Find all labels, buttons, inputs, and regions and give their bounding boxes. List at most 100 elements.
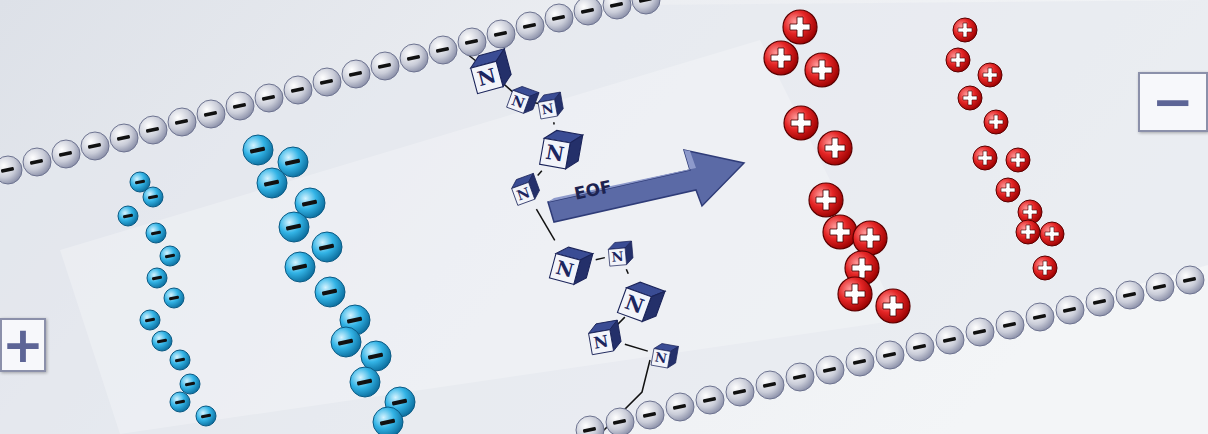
- wall-charge: [606, 408, 634, 434]
- wall-charge: [458, 28, 486, 56]
- molecule-letter: N: [651, 349, 670, 368]
- anion: [312, 232, 342, 262]
- anion: [143, 187, 163, 207]
- cation: [958, 86, 982, 110]
- wall-charge: [429, 36, 457, 64]
- neutral-molecule: N: [648, 340, 680, 372]
- wall-charge: [846, 348, 874, 376]
- chain-link: [625, 344, 648, 351]
- anion: [331, 327, 361, 357]
- anion: [146, 223, 166, 243]
- wall-charge: [603, 0, 631, 19]
- wall-charge: [1056, 296, 1084, 324]
- cube-face: [617, 288, 651, 322]
- cube-face: [651, 349, 670, 368]
- cation: [953, 18, 977, 42]
- wall-charge: [1146, 273, 1174, 301]
- cation: [838, 277, 872, 311]
- anion: [180, 374, 200, 394]
- cation: [818, 131, 852, 165]
- cation: [764, 41, 798, 75]
- wall-charge: [255, 84, 283, 112]
- wall-charge: [545, 4, 573, 32]
- cube-face: [608, 248, 626, 266]
- molecule-letter: N: [589, 330, 614, 355]
- cation: [946, 48, 970, 72]
- electrode-sign: −: [1152, 77, 1194, 127]
- anion: [243, 135, 273, 165]
- anion: [152, 331, 172, 351]
- wall-charge: [696, 386, 724, 414]
- anion: [118, 206, 138, 226]
- anion: [373, 407, 403, 434]
- wall-charge: [996, 311, 1024, 339]
- wall-charge: [876, 341, 904, 369]
- wall-charge: [226, 92, 254, 120]
- cation: [1006, 148, 1030, 172]
- wall-charge: [906, 333, 934, 361]
- anion: [160, 246, 180, 266]
- cube-face: [549, 254, 580, 285]
- wall-charge: [487, 20, 515, 48]
- chain-link: [536, 209, 554, 240]
- chain-link: [553, 122, 555, 124]
- anion: [147, 268, 167, 288]
- cation: [996, 178, 1020, 202]
- neutral-molecule: N: [534, 90, 566, 122]
- anion: [164, 288, 184, 308]
- anion: [315, 277, 345, 307]
- molecule-letter: N: [540, 138, 571, 169]
- wall-charge: [284, 76, 312, 104]
- cube-face: [589, 330, 614, 355]
- wall-charge: [936, 326, 964, 354]
- cube-face: [540, 138, 571, 169]
- wall-charge: [1176, 266, 1204, 294]
- neutral-molecule: N: [535, 125, 586, 176]
- wall-charge: [574, 0, 602, 25]
- chain-link: [538, 171, 542, 176]
- cube-face: [538, 100, 557, 119]
- wall-charge: [666, 393, 694, 421]
- cation: [984, 110, 1008, 134]
- neutral-molecule: N: [506, 171, 544, 209]
- wall-charge: [197, 100, 225, 128]
- wall-charge: [313, 68, 341, 96]
- cation: [783, 10, 817, 44]
- cation: [823, 215, 857, 249]
- wall-charge: [726, 378, 754, 406]
- wall-charge: [516, 12, 544, 40]
- neutral-molecule: N: [503, 81, 541, 119]
- electrode-box: +: [0, 318, 46, 372]
- anion: [279, 212, 309, 242]
- wall-charge: [1086, 288, 1114, 316]
- anion: [170, 392, 190, 412]
- wall-charge: [816, 356, 844, 384]
- wall-charge: [0, 156, 22, 184]
- wall-charge: [636, 401, 664, 429]
- wall-charge: [52, 140, 80, 168]
- electrode-sign: +: [2, 320, 44, 370]
- wall-charge: [371, 52, 399, 80]
- neutral-molecule: N: [583, 317, 625, 359]
- flow-label: EOF: [572, 176, 613, 203]
- wall-charge: [400, 44, 428, 72]
- cation: [784, 106, 818, 140]
- wall-charge: [168, 108, 196, 136]
- cube-face: [512, 182, 535, 205]
- neutral-molecule: N: [544, 240, 595, 291]
- cation: [805, 53, 839, 87]
- neutral-molecule: N: [463, 45, 517, 99]
- cube-face: [507, 90, 530, 113]
- wall-charge: [81, 132, 109, 160]
- molecule-letter: N: [608, 248, 626, 266]
- wall-charge: [1026, 303, 1054, 331]
- neutral-molecule: N: [612, 274, 668, 330]
- anion: [361, 341, 391, 371]
- neutral-molecule: N: [605, 239, 635, 269]
- anion: [257, 168, 287, 198]
